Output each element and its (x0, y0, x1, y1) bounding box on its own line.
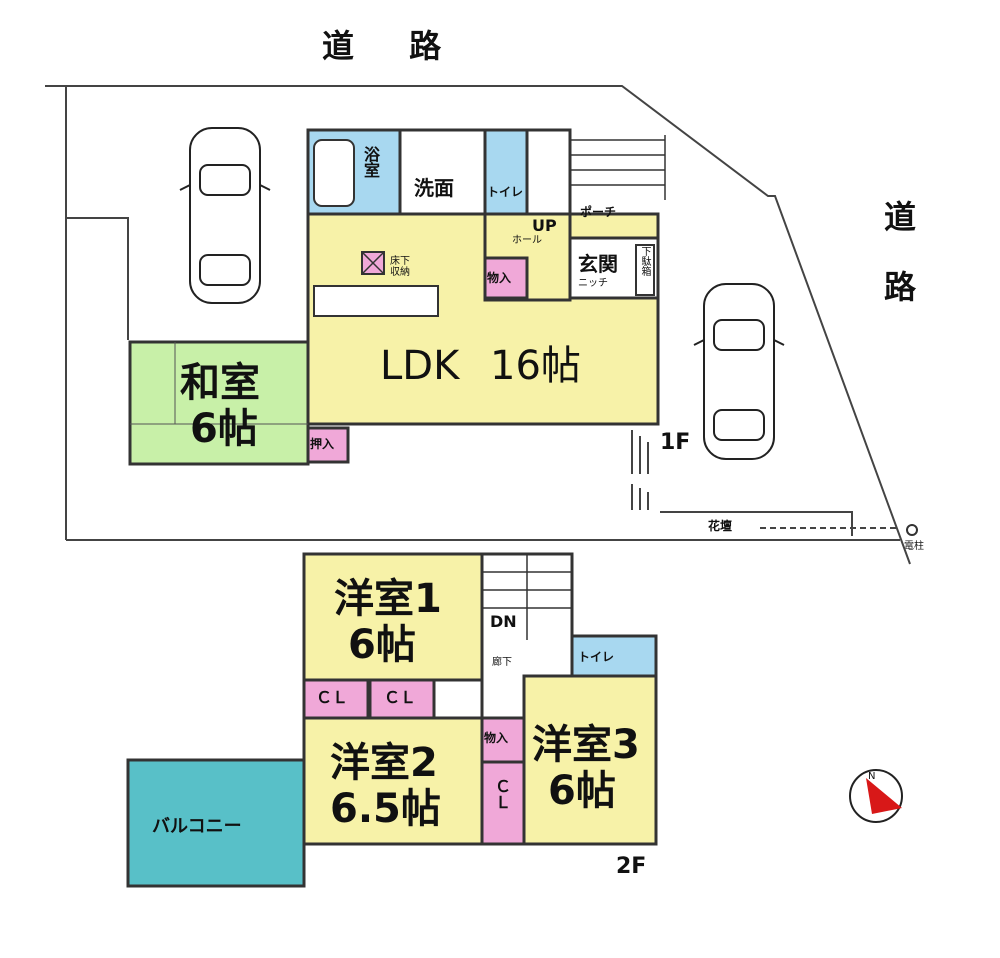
room3 (522, 674, 658, 846)
kitchen-counter (313, 285, 439, 317)
stairs-2f (482, 554, 572, 640)
cl-label-2: ＣＬ (384, 688, 417, 707)
room2-name-label: 洋室2 (330, 740, 438, 786)
road-top-label: 道 路 (322, 27, 464, 65)
ldk-name-label: LDK (380, 343, 460, 389)
hall-label: ホール (512, 235, 542, 246)
hall-area (483, 128, 572, 302)
toilet-room-2f (570, 634, 658, 678)
room2-size-label: 6.5帖 (330, 786, 441, 832)
bathtub (313, 139, 355, 207)
cl-corridor (480, 760, 526, 846)
toilet-label-2f: トイレ (578, 650, 615, 664)
car-icon (179, 127, 271, 304)
cl-room1-right (368, 678, 436, 720)
toilet-room-1f (483, 128, 529, 216)
room1 (302, 552, 484, 682)
compass-north-label: N (868, 771, 876, 782)
up-label: UP (532, 216, 557, 235)
pole-icon (906, 524, 918, 536)
cl-room1-left (302, 678, 370, 720)
storage-2f (480, 716, 526, 764)
corridor-label: 廊下 (492, 657, 512, 668)
car-icon (693, 283, 785, 460)
storage-label-1f: 物入 (487, 271, 512, 285)
washitsu-name-label: 和室 (180, 360, 260, 406)
shoe-box (635, 244, 655, 296)
room1-name-label: 洋室1 (334, 576, 442, 622)
underfloor-label: 床下収納 (390, 256, 410, 278)
room3-name-label: 洋室3 (532, 722, 640, 768)
washroom-label: 洗面 (414, 176, 454, 200)
washroom-room (398, 128, 487, 216)
room1-size-label: 6帖 (348, 622, 416, 668)
inner-boundary (66, 217, 129, 340)
compass-icon (849, 769, 903, 823)
entrance-label: 玄関 (578, 252, 618, 276)
shoe-box-label: 下駄箱 (639, 246, 650, 276)
cl-label-1: ＣＬ (316, 688, 349, 707)
washitsu-size-label: 6帖 (190, 406, 258, 452)
washitsu-room (128, 340, 310, 466)
closet-1f (306, 426, 350, 464)
balcony-label: バルコニー (152, 816, 242, 837)
storage-label-2f: 物入 (484, 731, 509, 745)
balcony-area (126, 758, 306, 888)
floor1-label: 1F (660, 430, 691, 455)
down-label: DN (490, 612, 517, 631)
cl-label-3: ＣＬ (492, 778, 511, 810)
bath-label: 浴室 (361, 146, 380, 178)
road-right-label: 道路 (879, 200, 917, 340)
room3-size-label: 6帖 (548, 768, 616, 814)
ldk-size-label: 16帖 (490, 343, 581, 389)
storage-1f (483, 256, 529, 300)
step-marks (631, 430, 649, 510)
niche-label: ニッチ (578, 278, 608, 289)
flower-bed (660, 511, 900, 536)
pole-label: 電柱 (904, 541, 924, 552)
site-boundary (45, 85, 911, 565)
closet-label-1f: 押入 (310, 437, 335, 451)
porch-label: ポーチ (580, 205, 617, 219)
flower-bed-label: 花壇 (708, 519, 733, 533)
stairs-1f (570, 135, 666, 200)
floor2-label: 2F (616, 854, 647, 879)
toilet-label-1f: トイレ (487, 185, 524, 199)
